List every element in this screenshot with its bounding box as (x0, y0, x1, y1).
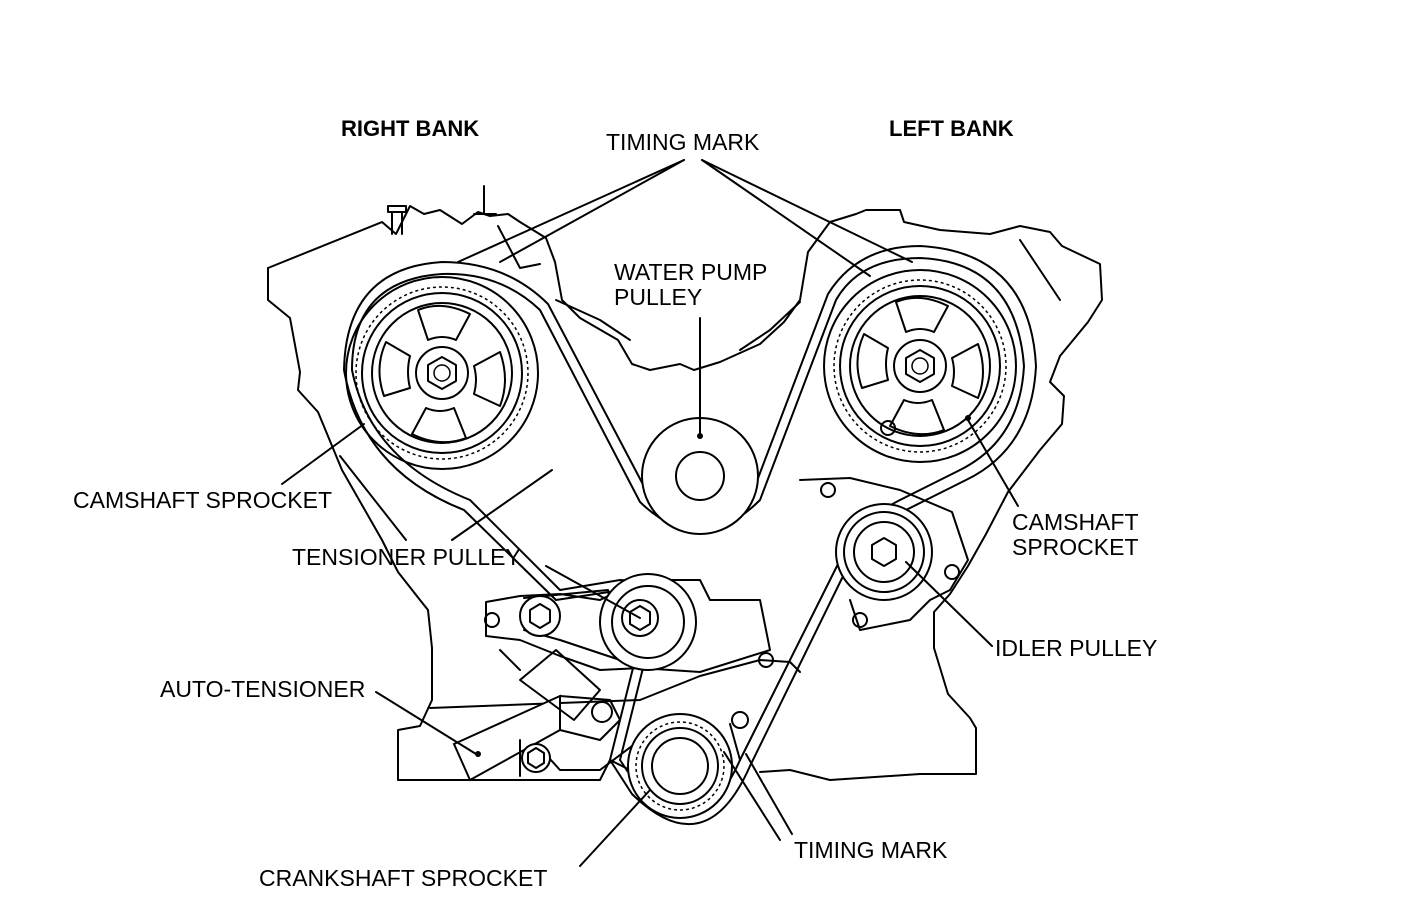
crankshaft-sprocket (627, 711, 749, 819)
camshaft-sprocket-right-label-line1: CAMSHAFT (1012, 509, 1139, 535)
auto-tensioner (452, 649, 641, 782)
tensioner-pulley-label: TENSIONER PULLEY (292, 544, 521, 570)
camshaft-sprocket-left-bank (823, 269, 1017, 463)
crankshaft-sprocket-label: CRANKSHAFT SPROCKET (259, 865, 548, 891)
camshaft-sprocket-right-bank (345, 276, 539, 470)
left-bank-label: LEFT BANK (889, 116, 1014, 141)
idler-pulley-label: IDLER PULLEY (995, 635, 1158, 661)
camshaft-sprocket-right-label-line2: SPROCKET (1012, 534, 1139, 560)
idler-pulley (799, 477, 969, 631)
camshaft-sprocket-left-label: CAMSHAFT SPROCKET (73, 487, 332, 513)
timing-mark-bottom-label: TIMING MARK (794, 837, 948, 863)
water-pump-pulley-label-line1: WATER PUMP (614, 259, 768, 285)
leader-lines (281, 159, 1019, 867)
engine-block-outline (267, 185, 1103, 781)
water-pump-pulley-label-line2: PULLEY (614, 284, 703, 310)
tensioner-pulley (484, 573, 774, 673)
auto-tensioner-label: AUTO-TENSIONER (160, 676, 366, 702)
timing-mark-top-label: TIMING MARK (606, 129, 760, 155)
right-bank-label: RIGHT BANK (341, 116, 480, 141)
